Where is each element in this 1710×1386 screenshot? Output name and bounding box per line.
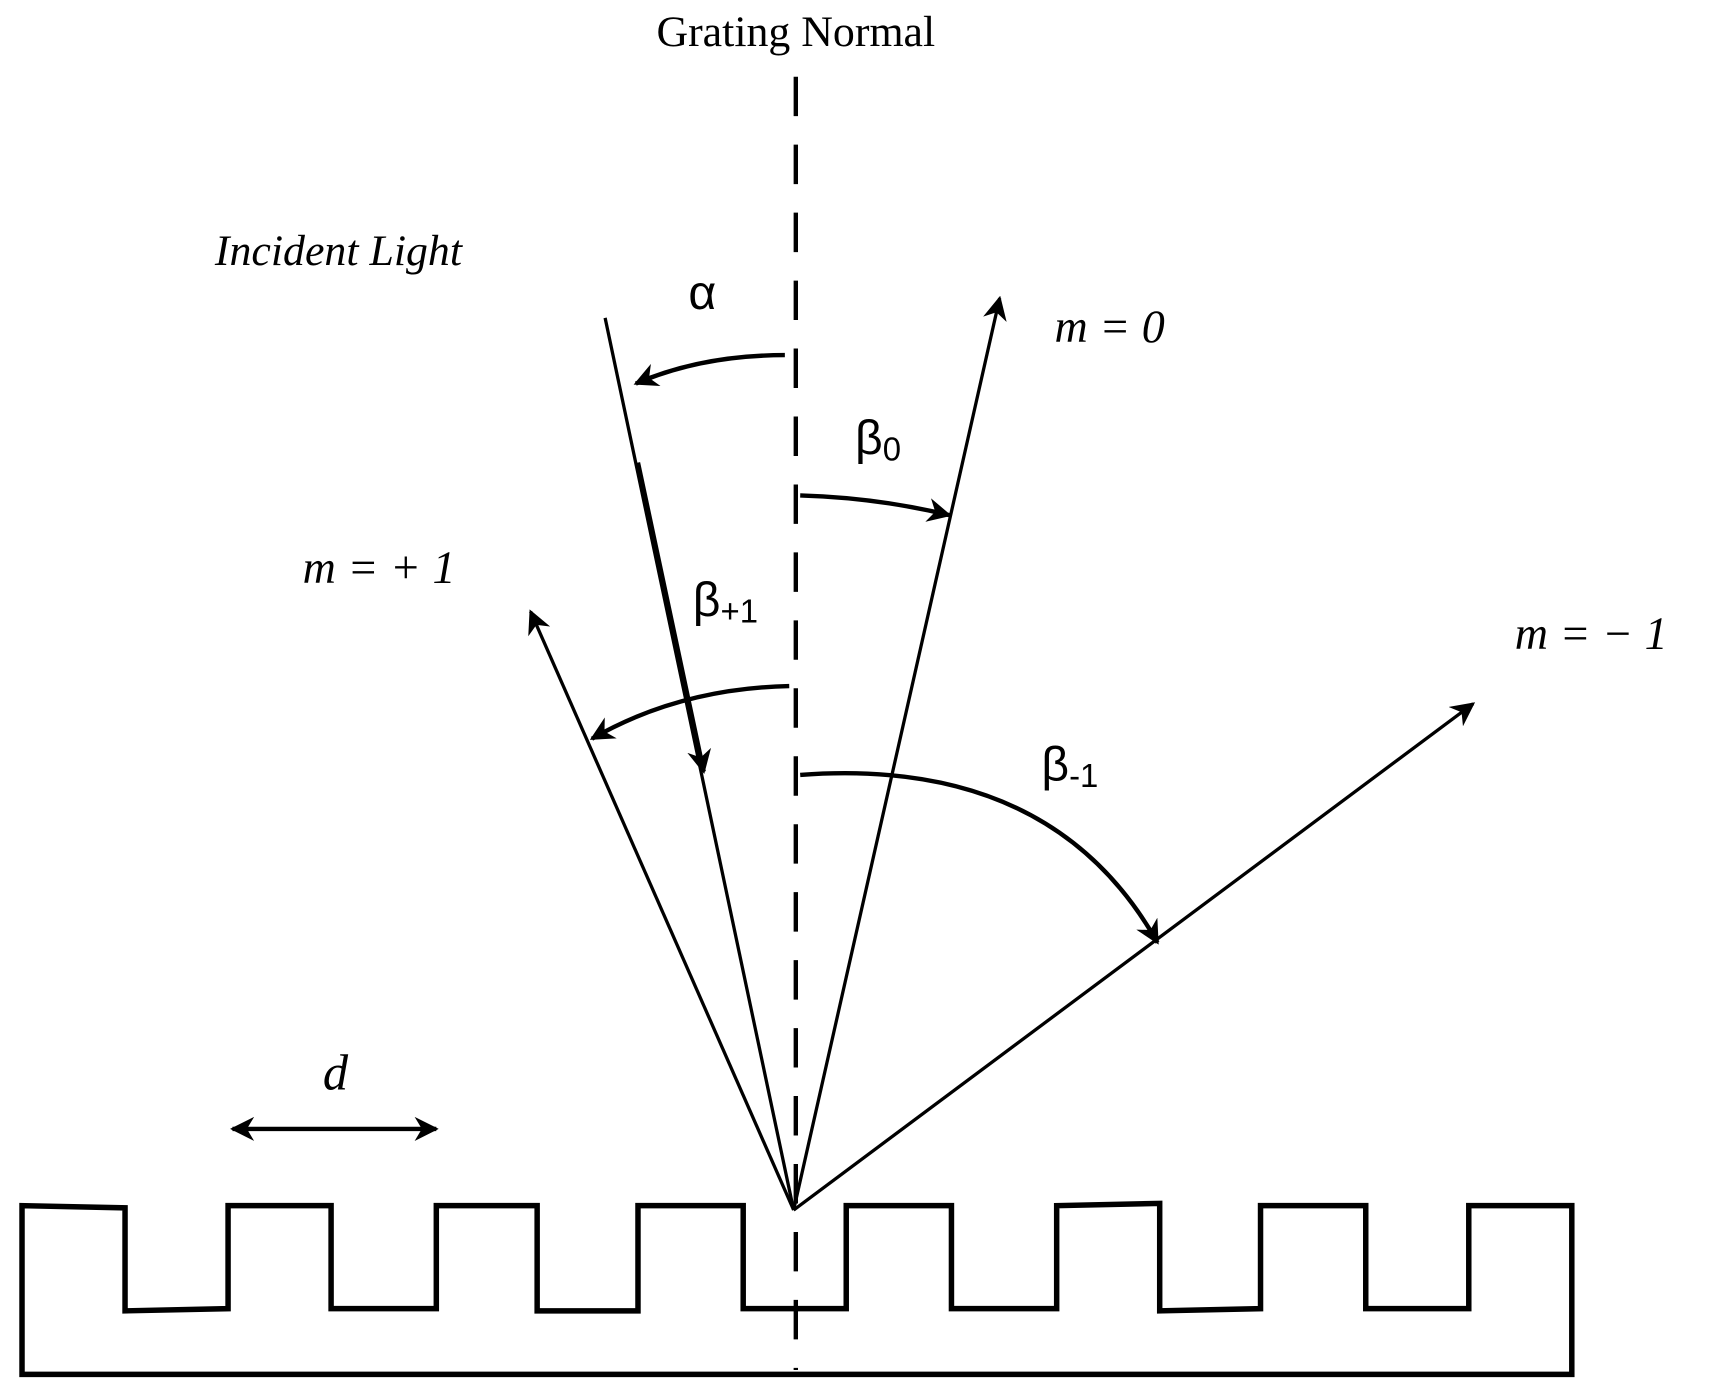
beta0-arc: [800, 493, 952, 522]
grating-normal-title: Grating Normal: [656, 8, 935, 56]
beta-minus1-arc: [800, 771, 1160, 945]
incident-ray: [603, 317, 796, 1211]
order-mplus1-label: m = + 1: [303, 542, 456, 593]
beta-plus1-arc: [589, 683, 790, 741]
beta-plus1-label: β+1: [693, 573, 758, 630]
incident-light-label: Incident Light: [214, 227, 464, 275]
order-mplus1-ray: [528, 609, 796, 1211]
alpha-arc: [633, 352, 785, 387]
incident-ray-arrow: [635, 462, 712, 774]
order-m0-ray: [792, 295, 1007, 1211]
period-label: d: [323, 1044, 349, 1100]
grating-profile: [19, 1200, 1575, 1378]
beta-minus1-label: β-1: [1041, 737, 1098, 794]
order-mminus1-label: m = − 1: [1515, 608, 1668, 659]
order-mminus1-ray: [792, 702, 1476, 1212]
order-m0-label: m = 0: [1054, 301, 1164, 352]
beta0-label: β0: [855, 411, 901, 468]
alpha-label: α: [688, 266, 716, 320]
